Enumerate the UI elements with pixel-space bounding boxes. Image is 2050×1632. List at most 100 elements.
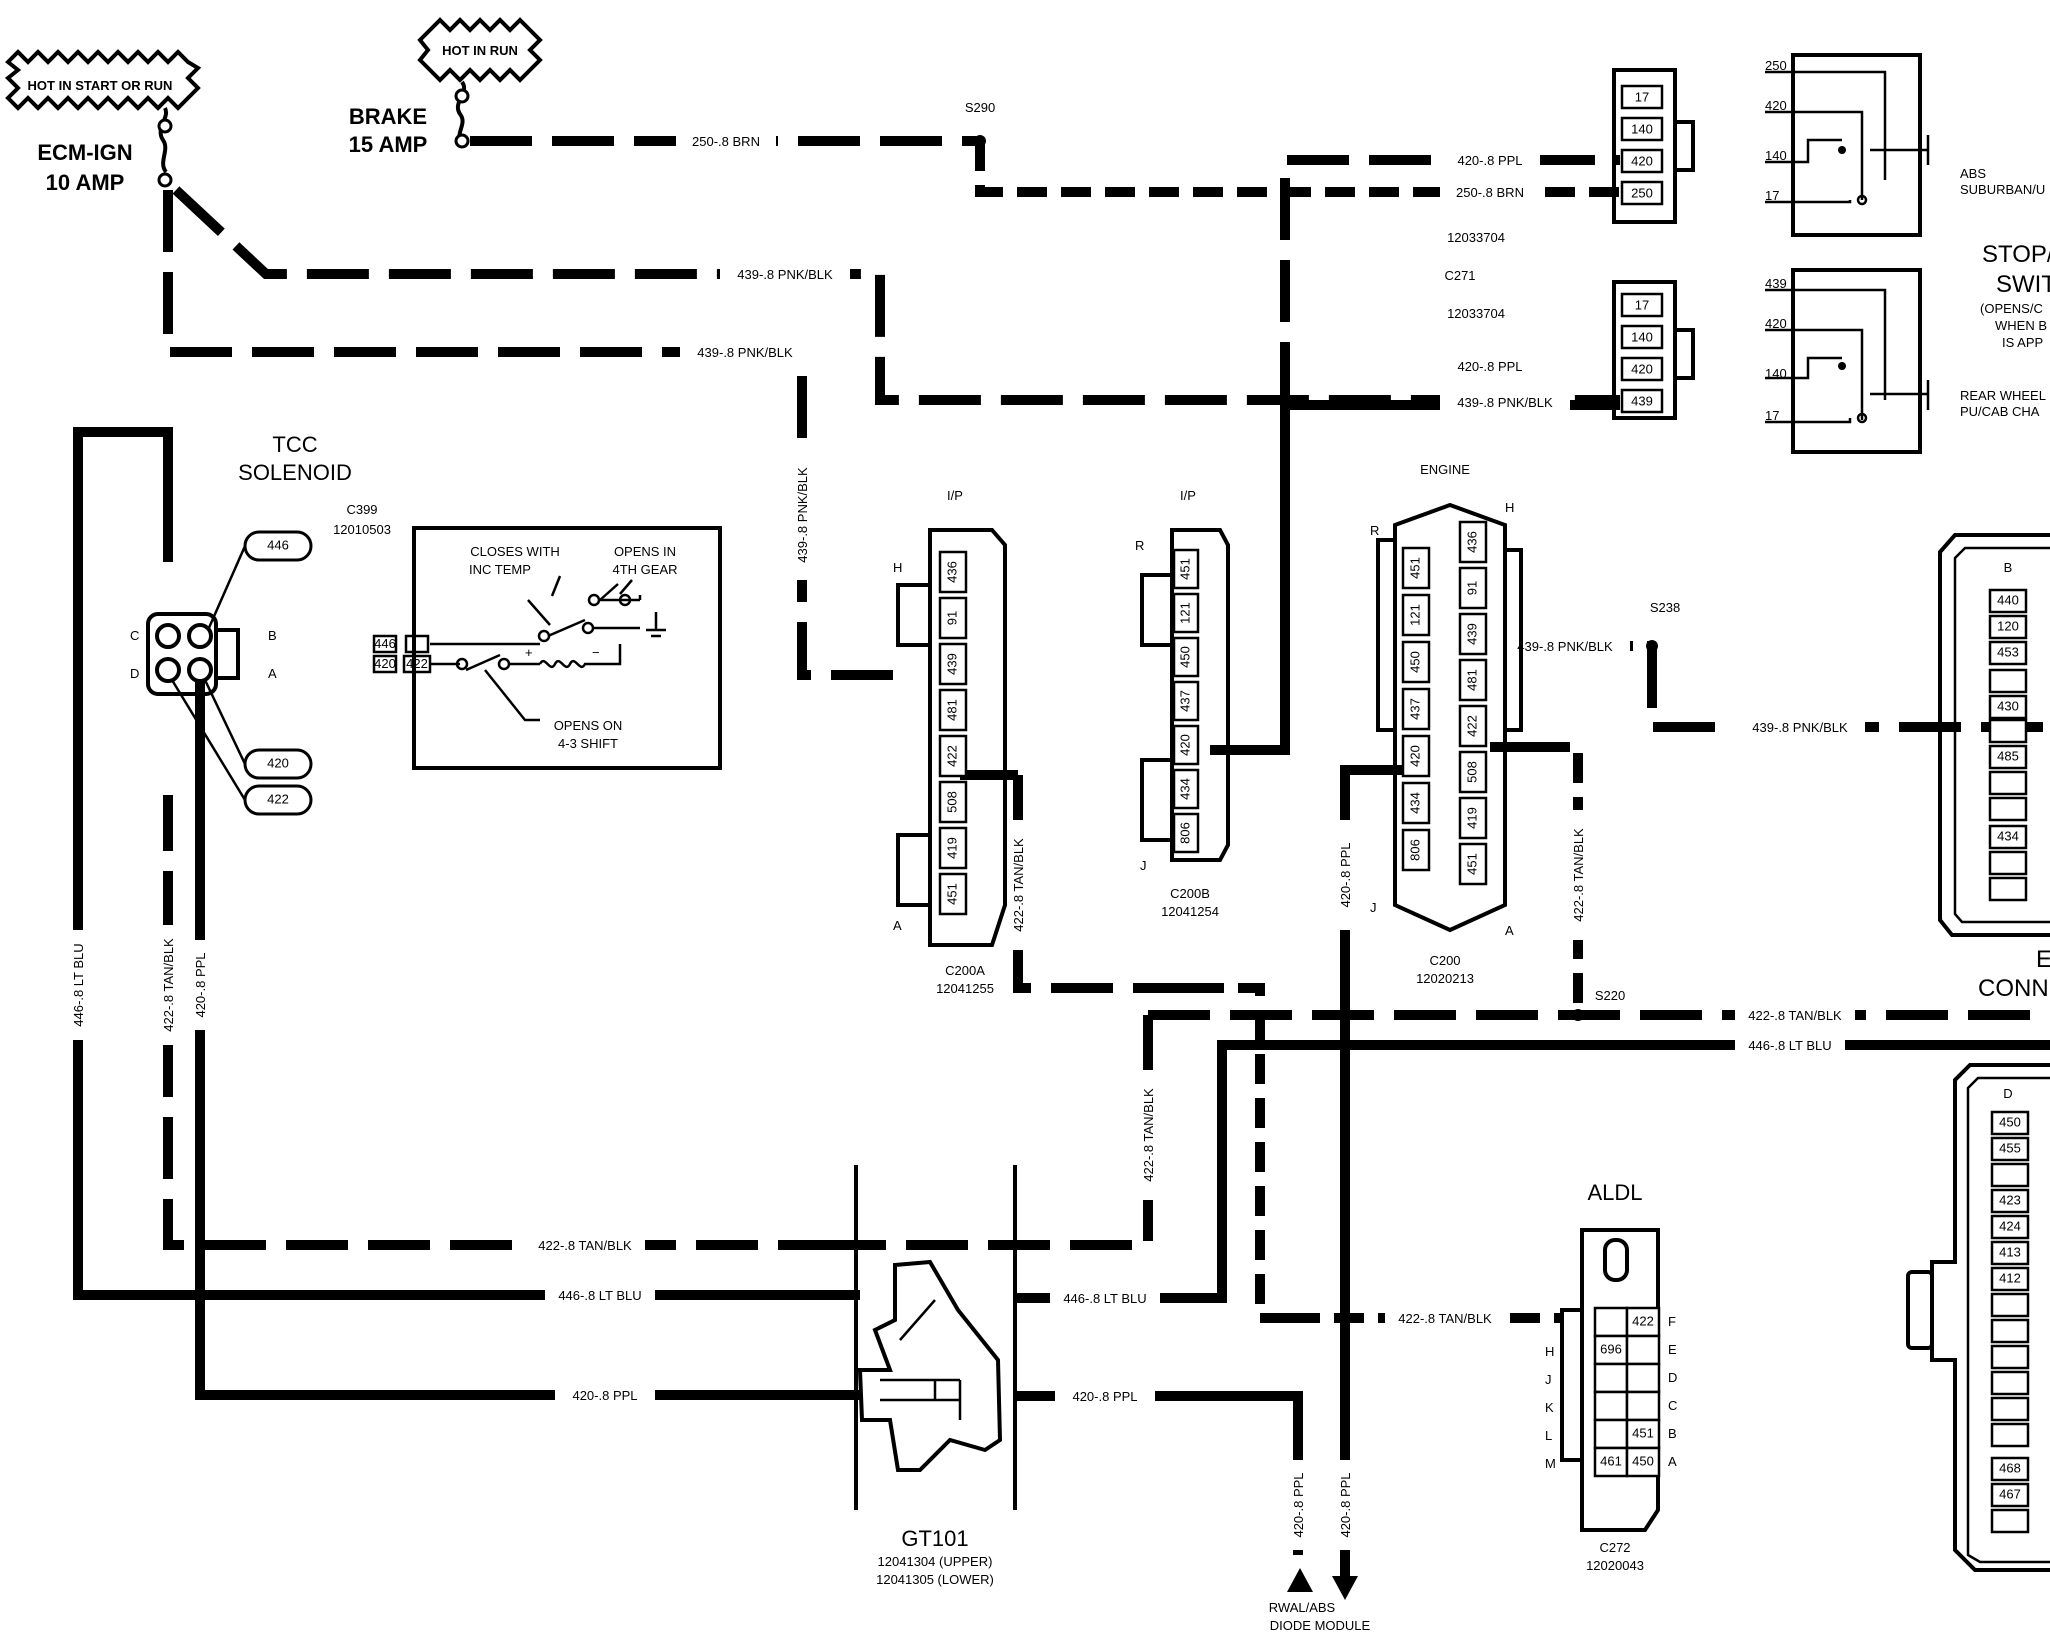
callout-line — [203, 679, 247, 765]
pin-box — [938, 872, 968, 916]
ecm-b-pin: 453 — [1997, 644, 2019, 659]
brake-hot-label: HOT IN RUN — [417, 17, 543, 83]
splice-s220-label: S220 — [1595, 988, 1625, 1003]
c200-pin: 508 — [1464, 761, 1479, 783]
pin-box — [1401, 734, 1431, 778]
stop-switch-desc-3: IS APP — [2002, 335, 2043, 350]
tcc-schematic-box — [412, 526, 722, 770]
pin-box — [1172, 592, 1200, 634]
ecm-d-cav: D — [2003, 1086, 2012, 1101]
aldl-cavity — [1625, 1334, 1661, 1366]
pin-box — [938, 734, 968, 778]
pin-box — [938, 826, 968, 870]
rwal-pin: 140 — [1765, 366, 1787, 381]
wire-250-brn-2 — [975, 141, 1620, 197]
aldl-cavity — [1625, 1390, 1661, 1422]
ecm-b-pin: 434 — [1997, 828, 2019, 843]
rwal-stop-switch: 439 420 140 17 REAR WHEEL PU/CAB CHA — [1765, 268, 2046, 454]
aldl-cav-right: E — [1668, 1342, 1677, 1357]
c200-pin: 451 — [1464, 853, 1479, 875]
pin-box — [1172, 636, 1200, 678]
c200b-header: I/P — [1180, 488, 1196, 503]
wire-label: 446-.8 LT BLU — [71, 943, 86, 1026]
pin-box — [1990, 1214, 2030, 1240]
switch-lines — [1765, 70, 1930, 204]
wire-439-right — [1647, 646, 2050, 732]
ecm-d-cavity — [1990, 1422, 2030, 1448]
rwal-label-2: DIODE MODULE — [1270, 1618, 1371, 1632]
ecm-d-cavity — [1990, 1370, 2030, 1396]
c200-pin: 420 — [1407, 745, 1422, 767]
wire-446-right — [1015, 1040, 2050, 1303]
wire-label: 422-.8 TAN/BLK — [1011, 838, 1026, 932]
pin-box — [404, 634, 430, 654]
tcc-pin-420-label: 420 — [267, 755, 289, 770]
c200-part: 12020213 — [1416, 971, 1474, 986]
stop-switch-title-2: SWIT — [1996, 271, 2050, 298]
c200a-pin: 439 — [944, 653, 959, 675]
c200-engine-connector: ENGINE R H J A C200 12020213 — [1370, 462, 1523, 986]
c200b-end-bot: J — [1140, 858, 1147, 873]
switch-contact — [581, 621, 595, 635]
wire-422-engine — [1540, 742, 1583, 1015]
tcc-cav-c: C — [130, 628, 139, 643]
gt101-detail — [880, 1299, 962, 1420]
pin-box — [1620, 324, 1664, 350]
c200a-pin: 422 — [944, 745, 959, 767]
c271-pin: 439 — [1631, 393, 1653, 408]
arrow-down-icon — [1332, 1576, 1358, 1600]
pin-box — [1988, 614, 2028, 640]
tcc-solenoid: TCC SOLENOID C399 12010503 C B D A 446 4… — [130, 432, 722, 816]
switch-contact — [1856, 412, 1868, 424]
c200b-end-top: R — [1135, 538, 1144, 553]
c200-end-r: R — [1370, 523, 1379, 538]
switch-contact — [618, 593, 632, 607]
pin-box — [1458, 658, 1488, 702]
c271-pin: 250 — [1631, 185, 1653, 200]
c200-end-a: A — [1505, 923, 1514, 938]
pin-box — [1172, 680, 1200, 722]
aldl-cavity — [1625, 1418, 1661, 1450]
pin-box — [1620, 148, 1664, 174]
aldl-cav-right: D — [1668, 1370, 1677, 1385]
c271-connector-bottom: 17 140 420 439 — [1612, 280, 1695, 420]
ecm-d-pin: 413 — [1999, 1244, 2021, 1259]
wire-label: 420-.8 PPL — [1072, 1389, 1137, 1404]
rwal-label-2: PU/CAB CHA — [1960, 404, 2040, 419]
pin-box — [1458, 750, 1488, 794]
c271-connector-top: 17 140 420 250 — [1612, 68, 1695, 224]
aldl-cav-left: L — [1545, 1428, 1552, 1443]
callout-line — [170, 679, 247, 801]
tcc-cav-b: B — [268, 628, 277, 643]
ecm-ign-name: ECM-IGN — [37, 140, 132, 165]
pin-box — [1401, 593, 1431, 637]
gt101-upper: 12041304 (UPPER) — [878, 1554, 993, 1569]
wire-439-upper — [172, 186, 1620, 405]
brake-hot-text: HOT IN RUN — [442, 43, 518, 58]
c200a-pin: 508 — [944, 791, 959, 813]
ecm-ign-rating: 10 AMP — [46, 170, 125, 195]
c200-end-h: H — [1505, 500, 1514, 515]
tcc-pin-422-label: 422 — [267, 791, 289, 806]
tcc-switch1-text: CLOSES WITH — [470, 544, 560, 559]
tcc-switch2-text: OPENS IN — [614, 544, 676, 559]
tcc-cavity-b — [187, 623, 213, 649]
pin-box — [1172, 724, 1200, 766]
c200a-end-top: H — [893, 560, 902, 575]
schematic-actuator — [527, 575, 633, 626]
ecm-b-pin: 430 — [1997, 698, 2019, 713]
pin-box — [938, 550, 968, 594]
c200b-connector: I/P R J C200B 12041254 — [1135, 488, 1230, 919]
wire-label: 422-.8 TAN/BLK — [1141, 1088, 1156, 1182]
ecm-b-pin: 485 — [1997, 748, 2019, 763]
c200-pin: 451 — [1407, 557, 1422, 579]
brake-name: BRAKE — [349, 104, 427, 129]
c200-pin: 439 — [1464, 623, 1479, 645]
wire-label: 420-.8 PPL — [1338, 1472, 1353, 1537]
pin-box — [1990, 1482, 2030, 1508]
c200b-pin: 121 — [1177, 602, 1192, 624]
c271-top-part: 12033704 — [1447, 230, 1505, 245]
c200b-part: 12041254 — [1161, 904, 1219, 919]
